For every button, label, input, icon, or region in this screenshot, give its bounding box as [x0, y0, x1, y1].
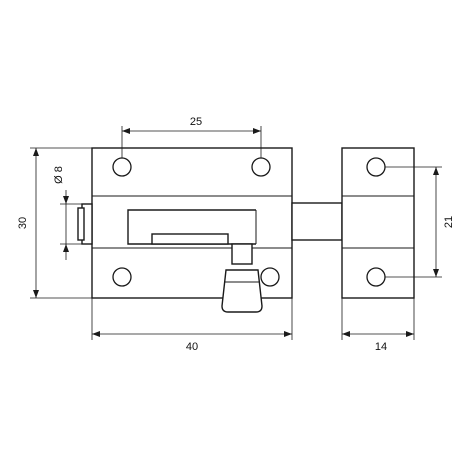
rod-outline — [291, 202, 343, 241]
dimension-label-body-width: 40 — [186, 341, 198, 353]
arrowhead — [284, 331, 292, 337]
hole-bottom-left — [112, 267, 132, 287]
arrowhead — [406, 331, 414, 337]
end-cap — [77, 203, 93, 245]
bolt-slot — [127, 209, 257, 245]
arrowhead — [342, 331, 350, 337]
dimension-label-keeper-width: 14 — [375, 341, 387, 353]
keeper — [341, 147, 415, 299]
hole-top-right — [251, 157, 271, 177]
arrowhead — [122, 128, 130, 134]
dimension-label-diameter: Ø 8 — [53, 166, 65, 184]
dimension-height: 30 — [17, 147, 92, 299]
handle-grip — [221, 269, 263, 313]
arrowhead — [433, 269, 439, 277]
keeper-hole-bottom — [366, 267, 386, 287]
arrowhead — [433, 167, 439, 175]
bolt-rod — [291, 202, 343, 241]
arrowhead — [33, 290, 39, 298]
keeper-hole-top — [366, 157, 386, 177]
handle-neck — [231, 243, 253, 265]
arrowhead — [253, 128, 261, 134]
arrowhead — [63, 196, 69, 204]
dimension-label-hole-spacing: 25 — [190, 116, 202, 128]
dimension-label-keeper-hole-spacing: 21 — [443, 216, 455, 228]
dimension-diameter: Ø 8 — [53, 166, 82, 260]
arrowhead — [92, 331, 100, 337]
dimension-keeper-width: 14 — [341, 298, 415, 353]
hole-bottom-right — [260, 267, 280, 287]
hole-top-left — [112, 157, 132, 177]
dimension-label-height: 30 — [17, 217, 29, 229]
dimension-keeper-hole-spacing: 21 — [385, 166, 455, 278]
body-holes — [112, 157, 280, 287]
arrowhead — [33, 148, 39, 156]
dimension-body-width: 40 — [91, 298, 293, 353]
dimension-hole-spacing: 25 — [121, 116, 262, 158]
bolt-bar — [151, 233, 229, 245]
arrowhead — [63, 244, 69, 252]
end-cap-tip — [77, 207, 85, 241]
bolt-handle — [221, 243, 263, 313]
